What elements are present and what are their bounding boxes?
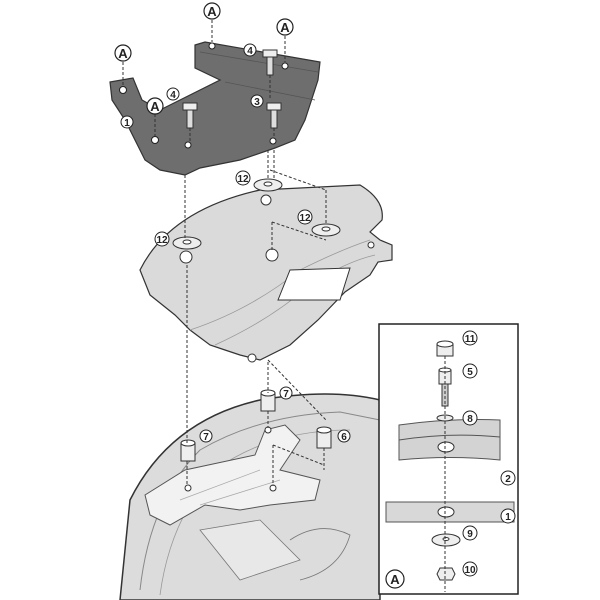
callout-a4: A <box>276 18 294 36</box>
svg-text:10: 10 <box>464 565 476 576</box>
part-10-nut <box>436 567 456 581</box>
svg-text:1: 1 <box>124 118 130 129</box>
callout-a1: A <box>114 44 132 62</box>
callout-a3: A <box>203 2 221 20</box>
svg-text:3: 3 <box>254 97 260 108</box>
callout-4b: 4 <box>243 43 257 57</box>
svg-text:12: 12 <box>156 235 168 246</box>
svg-text:2: 2 <box>505 474 511 485</box>
svg-text:A: A <box>118 46 128 61</box>
callout-a2: A <box>146 97 164 115</box>
callout-7b: 7 <box>279 386 293 400</box>
callout-7a: 7 <box>199 429 213 443</box>
svg-text:4: 4 <box>247 46 253 57</box>
svg-text:6: 6 <box>341 432 347 443</box>
bolts <box>182 49 282 129</box>
svg-text:7: 7 <box>203 432 209 443</box>
svg-text:1: 1 <box>505 512 511 523</box>
detail-a-box: 11 5 8 2 1 9 10 A <box>378 323 519 595</box>
bolt-4b <box>262 49 278 76</box>
svg-text:7: 7 <box>283 389 289 400</box>
callout-3: 3 <box>250 94 264 108</box>
spacers <box>180 389 332 462</box>
svg-text:12: 12 <box>299 213 311 224</box>
intermediate-plate <box>139 184 393 363</box>
callout-12b: 12 <box>235 170 251 186</box>
callout-4a: 4 <box>166 87 180 101</box>
svg-text:5: 5 <box>467 367 473 378</box>
callout-12a: 12 <box>154 231 170 247</box>
spacer-7a <box>180 439 196 462</box>
washers-12 <box>172 178 341 250</box>
svg-text:A: A <box>150 99 160 114</box>
svg-text:11: 11 <box>465 334 476 345</box>
svg-text:A: A <box>280 20 290 35</box>
topcase-base <box>119 393 381 600</box>
part-9-washer <box>431 533 461 547</box>
callout-1: 1 <box>120 115 134 129</box>
svg-text:8: 8 <box>467 414 473 425</box>
callout-12c: 12 <box>297 209 313 225</box>
callout-6: 6 <box>337 429 351 443</box>
svg-text:9: 9 <box>467 529 473 540</box>
svg-text:A: A <box>390 572 400 587</box>
assembly-lines <box>122 20 327 486</box>
spacer-7b <box>260 389 276 412</box>
part-11-cap <box>436 340 454 357</box>
svg-text:12: 12 <box>237 174 249 185</box>
svg-text:A: A <box>207 4 217 19</box>
svg-text:4: 4 <box>170 90 176 101</box>
base-plate <box>109 41 321 176</box>
spacer-6 <box>316 426 332 449</box>
